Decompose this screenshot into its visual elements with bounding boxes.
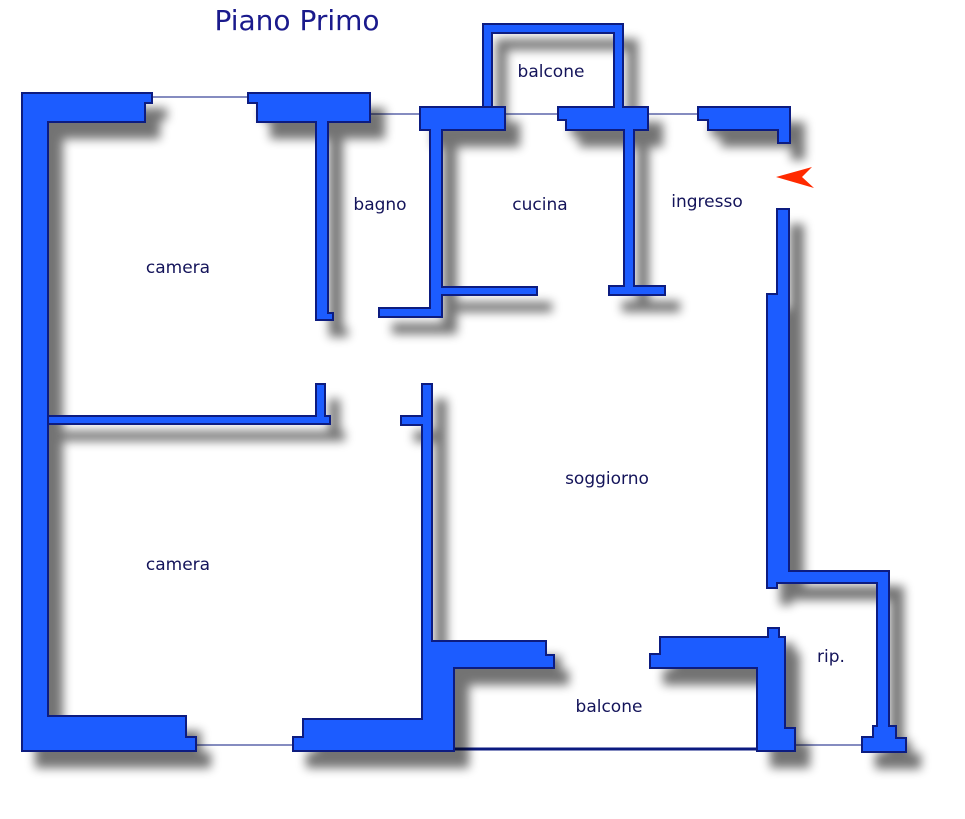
room-label-camera-bottom: camera <box>146 555 210 575</box>
wall-outer-left <box>21 92 197 752</box>
wall-right <box>766 208 907 753</box>
wall-balcony-bottom-right <box>649 627 796 752</box>
walls <box>21 23 907 753</box>
wall-central <box>292 383 555 752</box>
window-lines <box>152 96 862 751</box>
room-label-camera-top: camera <box>146 258 210 278</box>
room-label-rip: rip. <box>817 647 845 667</box>
room-label-balcone-top: balcone <box>518 62 585 82</box>
room-label-balcone-bottom: balcone <box>576 697 643 717</box>
entrance-arrow-icon <box>776 167 814 188</box>
wall-top-ingresso <box>697 106 791 144</box>
room-label-soggiorno: soggiorno <box>565 469 649 489</box>
room-label-bagno: bagno <box>353 195 406 215</box>
room-label-cucina: cucina <box>512 195 567 215</box>
wall-camera-divider <box>47 383 331 425</box>
wall-top-camera <box>247 92 371 321</box>
wall-balcony-top <box>482 23 666 296</box>
room-label-ingresso: ingresso <box>671 192 742 212</box>
plan-title: Piano Primo <box>214 4 379 37</box>
wall-top-bagno-cucina <box>378 106 538 318</box>
